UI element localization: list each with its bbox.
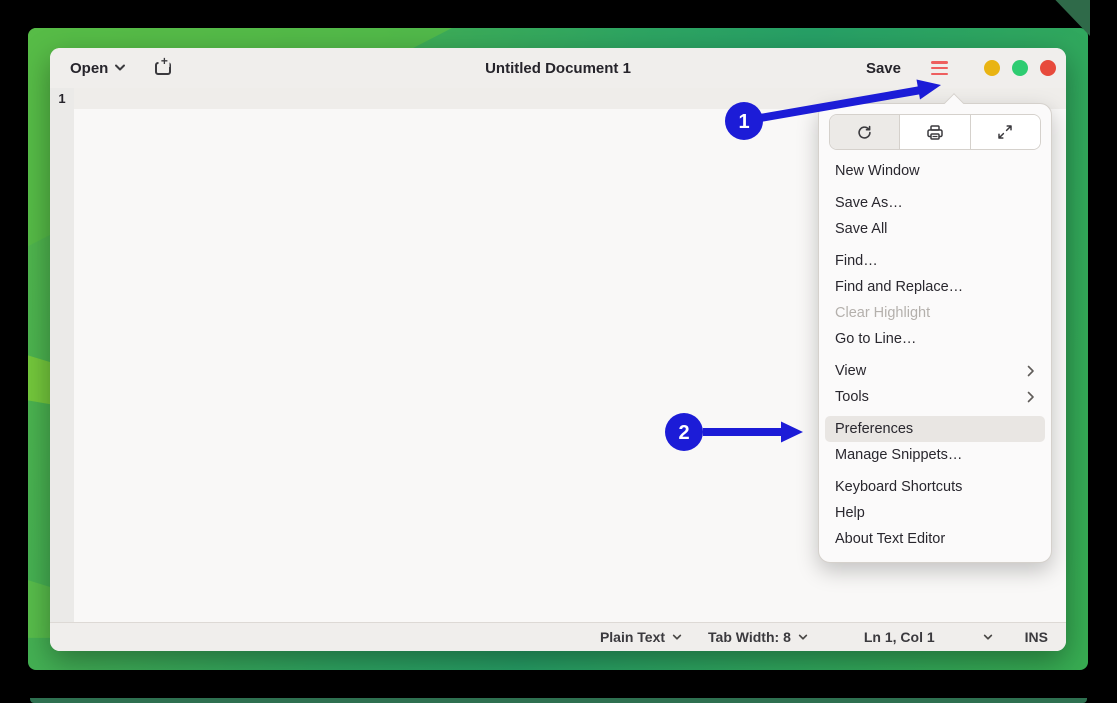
plus-icon: + (158, 54, 170, 68)
open-button[interactable]: Open (70, 60, 126, 77)
menu-item-help[interactable]: Help (835, 505, 865, 521)
menu-item-keyboard-shortcuts[interactable]: Keyboard Shortcuts (835, 479, 963, 495)
new-tab-button[interactable]: + (154, 55, 174, 77)
open-button-label: Open (70, 59, 109, 77)
window-maximize-dot[interactable] (1012, 60, 1028, 76)
menu-item-manage-snippets[interactable]: Manage Snippets… (835, 447, 963, 463)
window-minimize-dot[interactable] (984, 60, 1000, 76)
menu-item-find[interactable]: Find… (835, 253, 878, 269)
chevron-right-icon (1027, 365, 1034, 377)
cursor-position-selector[interactable]: Ln 1, Col 1 (864, 629, 993, 645)
menu-item-save-as[interactable]: Save As… (835, 195, 903, 211)
chevron-down-icon (115, 64, 126, 71)
menu-item-go-to-line[interactable]: Go to Line… (835, 331, 917, 347)
window-close-dot[interactable] (1040, 60, 1056, 76)
primary-menu-popover: New Window Save As… Save All Find… Find … (818, 93, 1052, 563)
hamburger-menu-button[interactable] (931, 61, 948, 75)
menu-item-new-window[interactable]: New Window (835, 163, 920, 179)
menu-list: New Window Save As… Save All Find… Find … (825, 158, 1045, 552)
reload-button[interactable] (830, 115, 900, 149)
chevron-down-icon (798, 634, 808, 640)
menu-item-preferences[interactable]: Preferences (825, 416, 1045, 442)
print-icon (927, 124, 943, 140)
line-number: 1 (58, 91, 66, 106)
chevron-right-icon (1027, 391, 1034, 403)
wallpaper-bottom-edge (30, 698, 1087, 703)
menu-item-view[interactable]: View (825, 358, 1045, 384)
save-button[interactable]: Save (865, 59, 901, 77)
header-bar: Open + Untitled Document 1 Save (50, 48, 1066, 88)
insert-mode-indicator: INS (1024, 629, 1048, 645)
menu-item-find-and-replace[interactable]: Find and Replace… (835, 279, 964, 295)
hamburger-icon (931, 61, 948, 64)
fullscreen-icon (998, 125, 1013, 139)
language-label: Plain Text (599, 629, 666, 645)
fullscreen-button[interactable] (969, 115, 1040, 149)
chevron-down-icon (983, 634, 992, 640)
tab-width-label: Tab Width: 8 (708, 629, 791, 645)
menu-item-save-all[interactable]: Save All (835, 221, 888, 237)
tab-width-selector[interactable]: Tab Width: 8 (708, 629, 808, 645)
status-bar: Plain Text Tab Width: 8 Ln 1, Col 1 INS (50, 622, 1066, 651)
menu-item-about[interactable]: About Text Editor (835, 531, 946, 547)
header-right-controls: Save (866, 60, 1056, 77)
reload-icon (858, 125, 871, 139)
menu-item-clear-highlight: Clear Highlight (835, 305, 931, 321)
popover-toolbar (829, 114, 1041, 150)
language-selector[interactable]: Plain Text (600, 629, 682, 645)
menu-item-tools[interactable]: Tools (825, 384, 1045, 410)
line-number-gutter (50, 88, 74, 622)
print-button[interactable] (899, 115, 970, 149)
cursor-position-label: Ln 1, Col 1 (863, 629, 935, 645)
chevron-down-icon (672, 634, 682, 640)
